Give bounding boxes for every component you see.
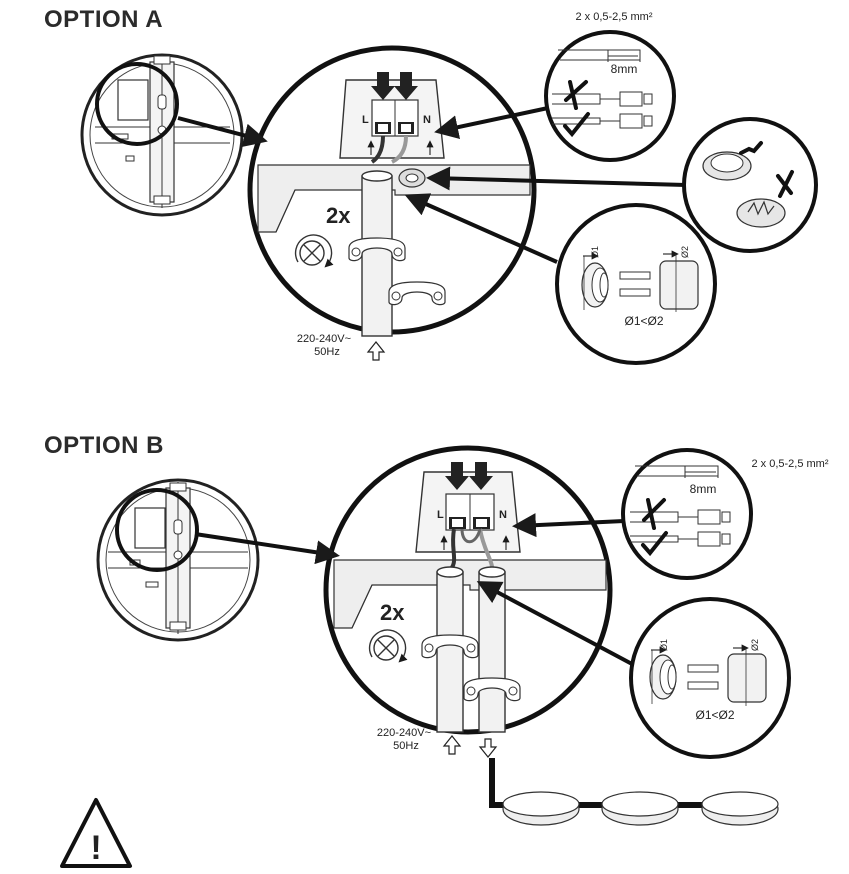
option-b-d2: Ø2: [750, 639, 760, 651]
option-b-frequency: 50Hz: [393, 740, 419, 752]
option-a-terminal-l: L: [362, 114, 369, 126]
daisy-chain-lights: [489, 758, 779, 826]
option-b-terminal-l: L: [437, 509, 444, 521]
warning-icon: !: [60, 798, 132, 868]
option-a-voltage: 220-240V~: [297, 333, 351, 345]
option-b-fixture-overview: [96, 478, 260, 642]
option-b-d1: Ø1: [659, 639, 669, 651]
light-fixture-2: [601, 791, 679, 826]
option-a-title: OPTION A: [44, 6, 164, 33]
option-a-grommet-detail: [682, 117, 818, 253]
option-b-wire-spec: 2 x 0,5-2,5 mm²: [751, 458, 828, 470]
option-b-title: OPTION B: [44, 432, 165, 459]
light-fixture-3: [701, 791, 779, 826]
option-b-group: 2x L N 220-240V~ 50Hz 2 x 0,5-2,5 mm² 8m…: [96, 445, 829, 826]
option-a-d-rule: Ø1<Ø2: [624, 314, 663, 328]
option-a-screw-count: 2x: [326, 203, 351, 228]
option-a-fixture-overview: [80, 53, 244, 217]
option-a-frequency: 50Hz: [314, 346, 340, 358]
option-a-strip-length: 8mm: [611, 62, 638, 76]
option-a-group: 2x L N 220-240V~ 50Hz 2 x 0,5-2,5 mm² 8m…: [80, 11, 818, 365]
option-b-wire-detail: [621, 448, 753, 580]
option-a-d1: Ø1: [590, 246, 600, 258]
option-b-strip-length: 8mm: [690, 482, 717, 496]
option-a-wire-spec: 2 x 0,5-2,5 mm²: [575, 11, 652, 23]
option-b-d-rule: Ø1<Ø2: [695, 708, 734, 722]
option-b-screw-count: 2x: [380, 600, 405, 625]
warning-symbol: !: [90, 829, 101, 867]
option-a-wire-detail: [544, 30, 676, 162]
option-a-terminal-n: N: [423, 114, 431, 126]
option-b-terminal-n: N: [499, 509, 507, 521]
light-fixture-1: [502, 791, 580, 826]
option-a-zoom-detail: [247, 45, 537, 361]
option-a-d2: Ø2: [680, 246, 690, 258]
option-b-voltage: 220-240V~: [377, 727, 431, 739]
option-a-diameter-detail: [555, 203, 717, 365]
option-b-zoom-detail: [323, 445, 613, 758]
option-b-diameter-detail: [629, 597, 791, 759]
